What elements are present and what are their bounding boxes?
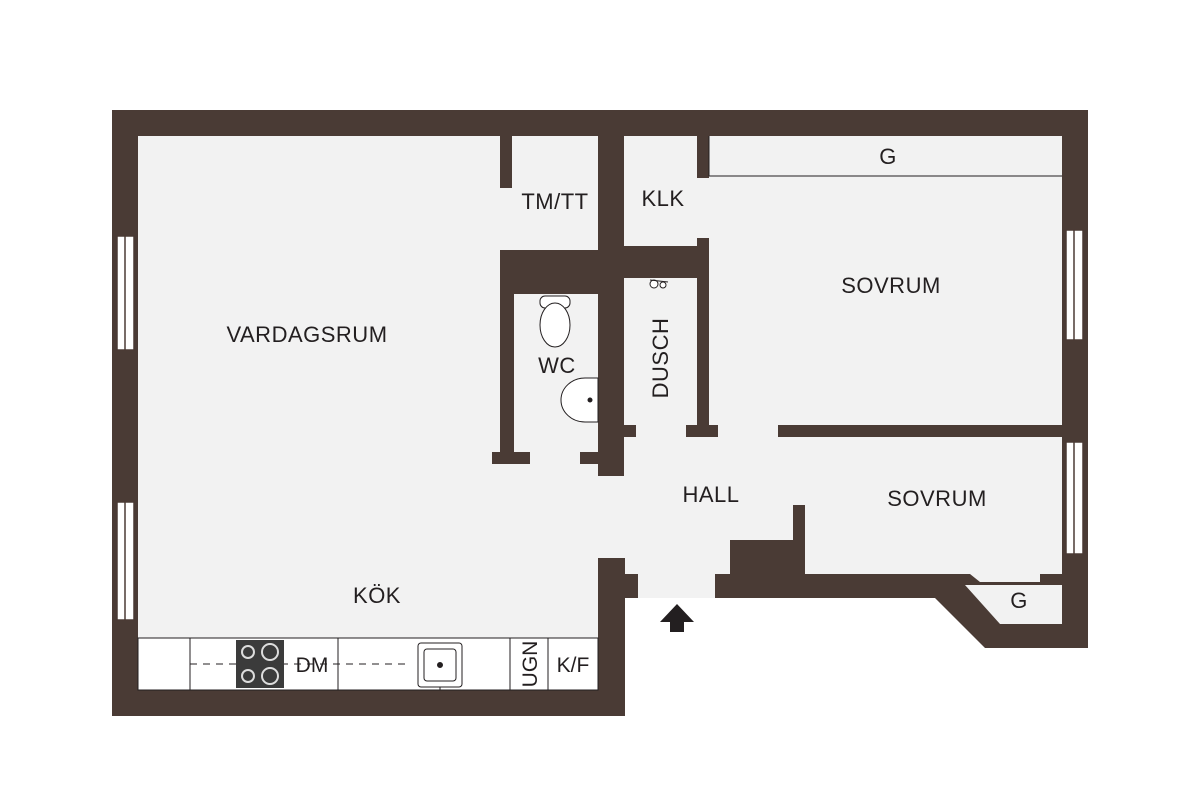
room-label-dusch: DUSCH [648, 318, 673, 399]
room-label-g-lower: G [1010, 588, 1028, 613]
wardrobe-upper [708, 136, 1062, 177]
wall-tmtt-klk [598, 136, 624, 476]
toilet-icon [539, 295, 571, 348]
wall-dusch-right-foot [686, 425, 718, 437]
wall-wc-left-foot [492, 452, 530, 464]
room-label-g-upper: G [879, 144, 897, 169]
window-kok [116, 501, 135, 621]
wall-hall-step [625, 574, 638, 598]
washbasin-icon [560, 377, 599, 423]
window-sovrum-upper [1065, 229, 1084, 341]
room-label-hall: HALL [682, 482, 739, 507]
kitchen-label-kf: K/F [557, 654, 590, 677]
wall-klk-right [697, 136, 709, 178]
wall-sovrum-divider [778, 425, 1062, 437]
room-label-sovrum-upper: SOVRUM [841, 273, 941, 298]
room-label-vardagsrum: VARDAGSRUM [226, 322, 387, 347]
g-lower-floor [965, 585, 1062, 624]
sink-icon [417, 642, 463, 690]
wall-wc-left [500, 250, 514, 455]
arrow-up-icon [660, 604, 694, 632]
wall-tmtt-left [500, 136, 512, 188]
wall-tmtt-bottom [500, 250, 610, 294]
stove-icon [236, 640, 284, 688]
kitchen-label-dm: DM [296, 654, 329, 677]
kitchen-counter [137, 637, 599, 691]
wall-dusch-right [697, 238, 709, 434]
room-label-klk: KLK [641, 186, 684, 211]
wall-klk-bottom [610, 246, 709, 278]
shower-icon [649, 279, 669, 289]
windows [116, 229, 1084, 621]
room-label-wc: WC [538, 353, 576, 378]
room-label-sovrum-lower: SOVRUM [887, 486, 987, 511]
kitchen-label-ugn: UGN [519, 641, 542, 688]
wall-dusch-left-foot [610, 425, 636, 437]
room-label-tm-tt: TM/TT [521, 189, 588, 214]
room-label-kok: KÖK [353, 583, 401, 608]
wall-wc-right-foot [580, 452, 610, 464]
interior-walls [492, 136, 1062, 598]
window-sovrum-lower [1065, 441, 1084, 555]
window-vardagsrum [116, 235, 135, 351]
